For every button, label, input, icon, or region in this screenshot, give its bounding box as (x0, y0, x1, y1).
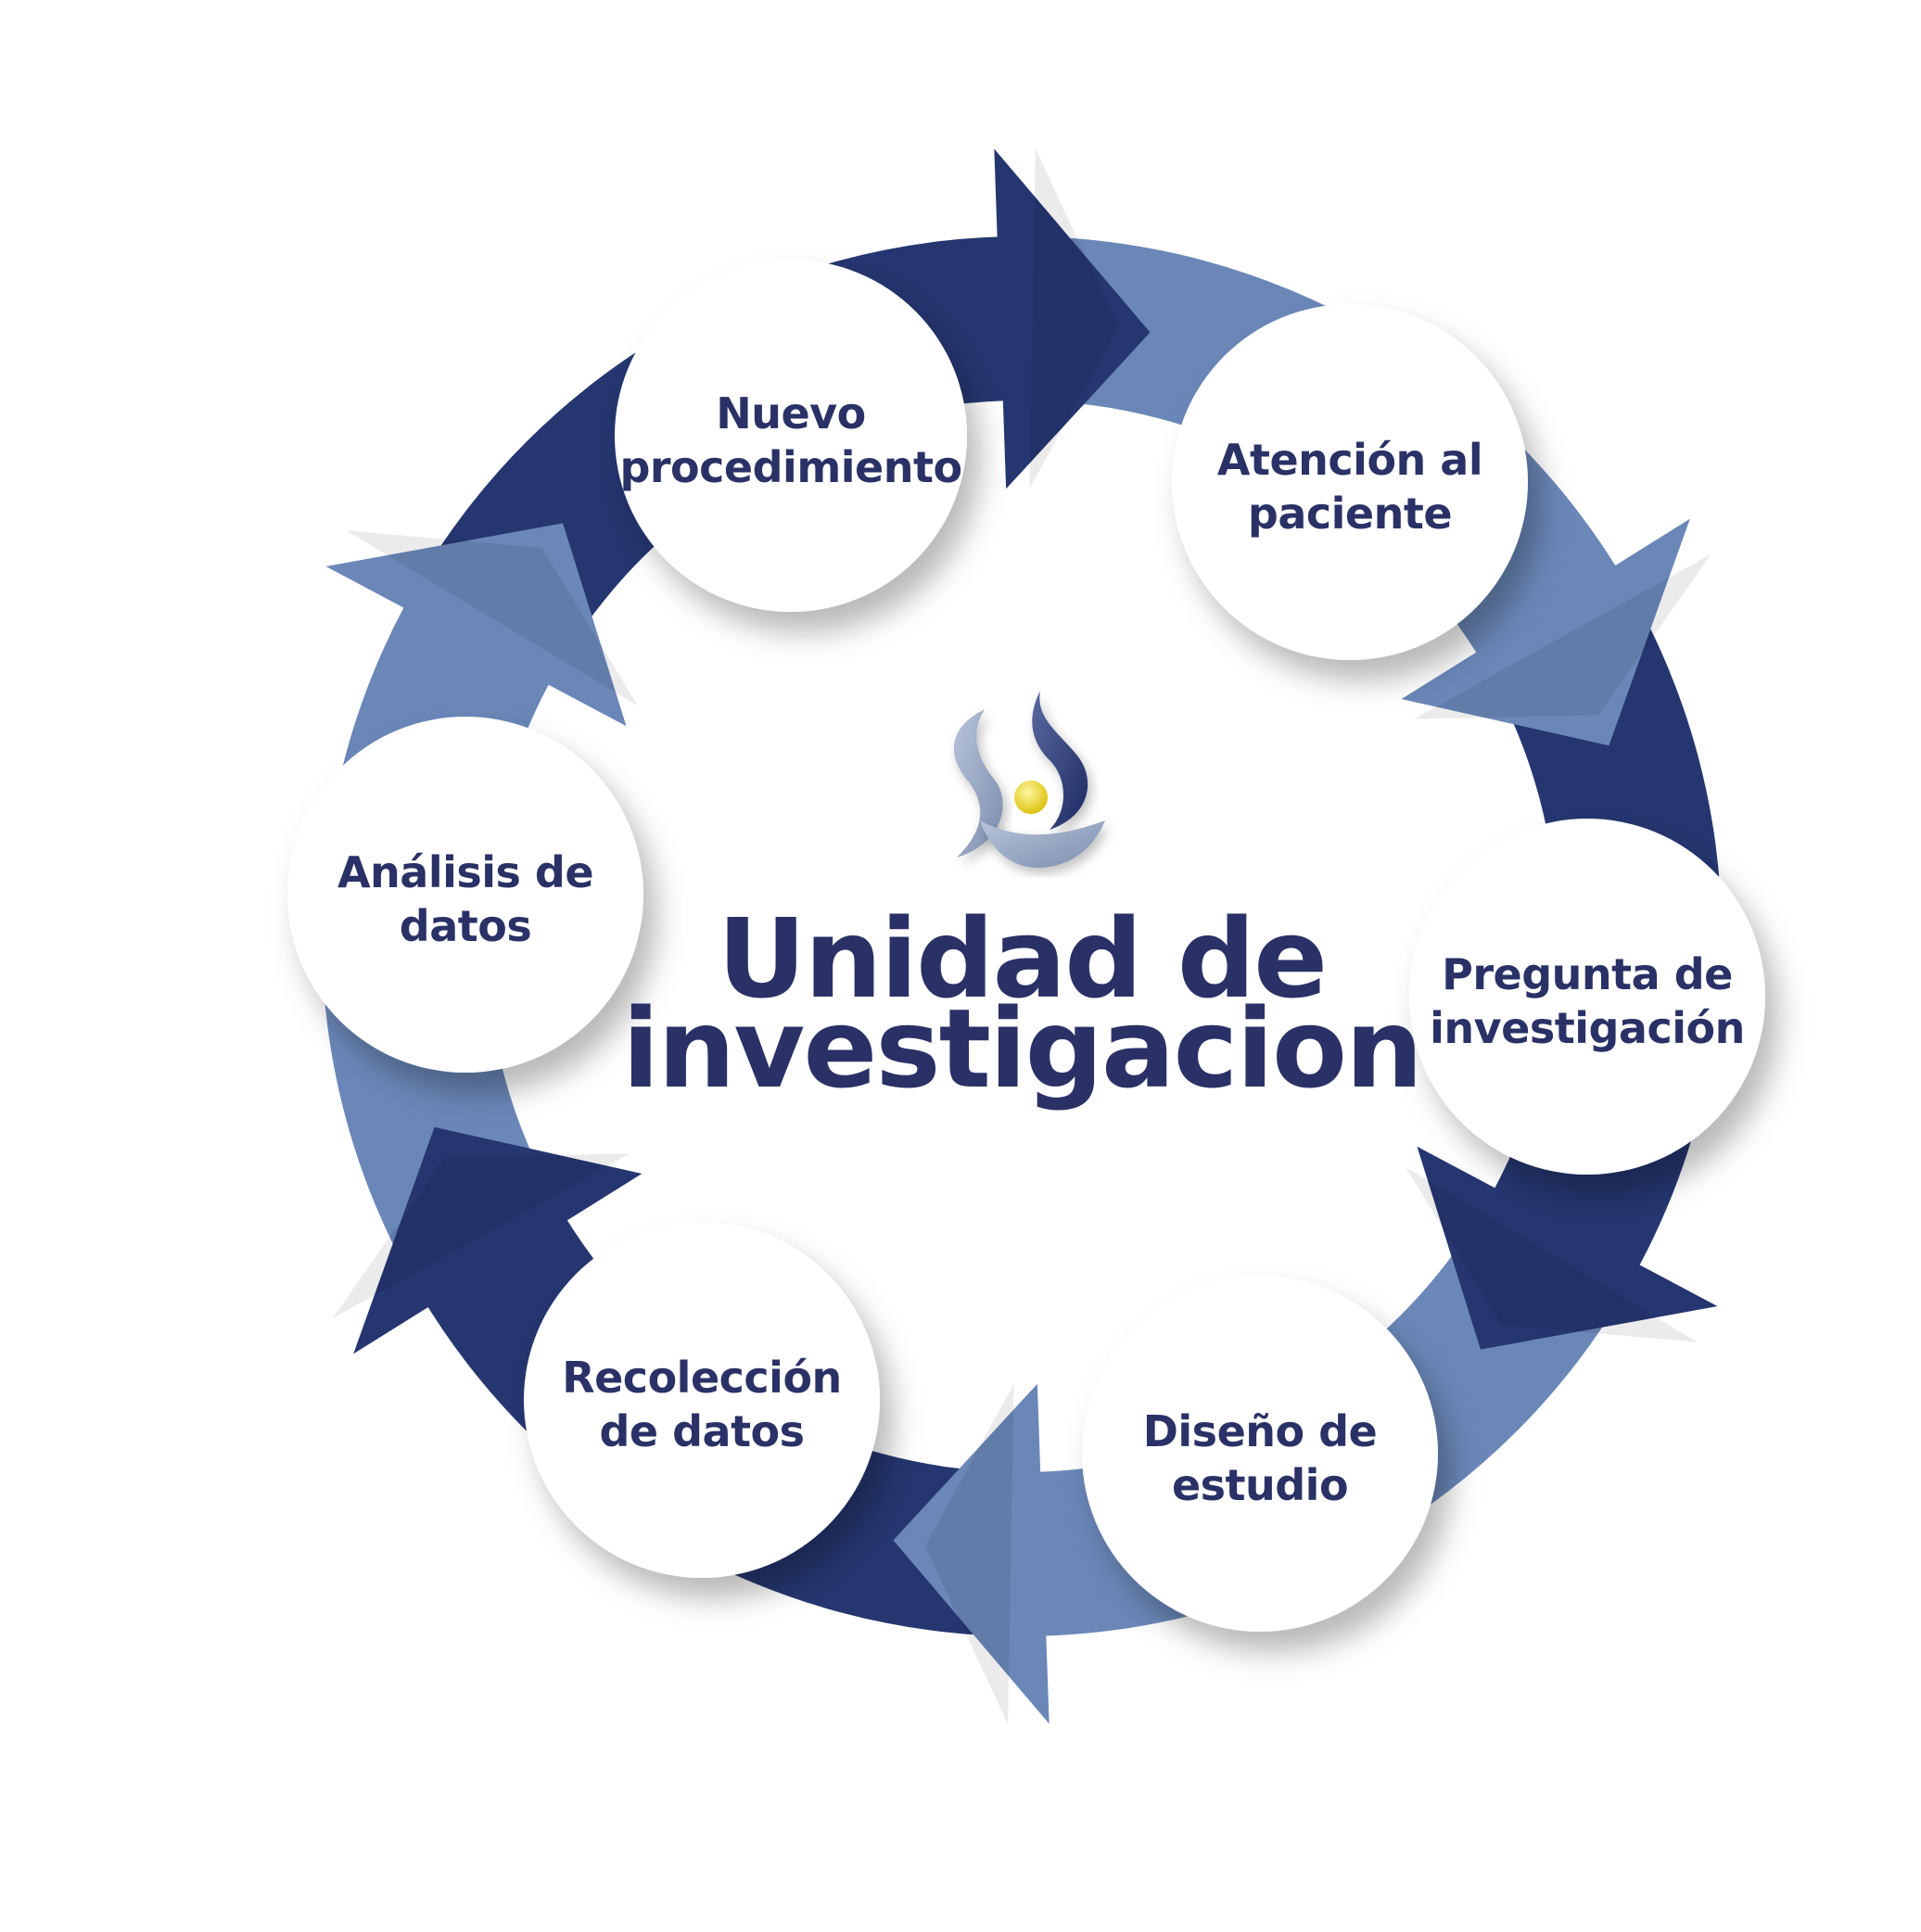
step-label-line1: Análisis de (337, 847, 593, 897)
arrow-shade (924, 1383, 1014, 1724)
step-circle (1409, 819, 1765, 1175)
arrow-shade (1406, 1166, 1698, 1342)
step-label-line1: Pregunta de (1442, 949, 1733, 999)
step-label-line1: Diseño de (1143, 1406, 1378, 1456)
step-label-line1: Atención al (1217, 435, 1482, 485)
arrow-head (1417, 1146, 1718, 1350)
step-label-line2: procedimiento (619, 442, 961, 492)
step-label-line2: paciente (1248, 489, 1452, 539)
arrow-head (893, 1383, 1050, 1724)
arrow-shade (346, 530, 638, 706)
arrow-shade (332, 1153, 630, 1319)
step-label-line2: estudio (1172, 1460, 1348, 1510)
step-label-line1: Nuevo (716, 388, 866, 439)
step-circle (1172, 304, 1528, 660)
step-label-line2: investigación (1430, 1003, 1745, 1053)
step-label-line1: Recolección (562, 1353, 842, 1403)
step-circle (524, 1222, 880, 1578)
step-label-line2: datos (400, 901, 531, 951)
step-circle (615, 260, 967, 612)
arrow-shade (1029, 148, 1119, 489)
arrow-head (353, 1126, 642, 1354)
step-circle (1082, 1276, 1438, 1632)
arrow-head (1401, 518, 1690, 746)
center-title-line2: investigacion (622, 985, 1421, 1112)
unidad-logo-icon (953, 691, 1105, 869)
step-label-line2: de datos (599, 1406, 804, 1456)
arrow-shade (1413, 553, 1711, 719)
arrow-head (994, 148, 1151, 489)
arrow-head (325, 523, 627, 727)
step-circle (287, 717, 643, 1073)
center-title-line1: Unidad de (718, 895, 1326, 1023)
